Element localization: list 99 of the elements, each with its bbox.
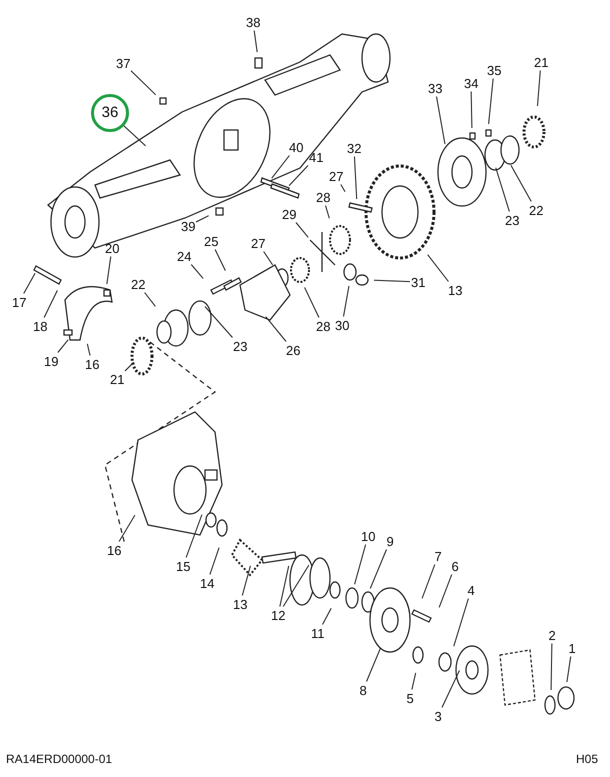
callout-number: 41 — [309, 150, 324, 164]
callout-number: 33 — [428, 80, 442, 96]
callout-number: 24 — [177, 248, 192, 264]
callout-number: 6 — [452, 558, 459, 574]
leader-line — [118, 514, 136, 542]
callout-number: 4 — [468, 582, 475, 598]
callout-number: 28 — [316, 190, 330, 204]
leader-line — [271, 155, 290, 179]
leader-line — [566, 656, 572, 683]
leader-line — [374, 280, 410, 282]
leader-line — [370, 549, 387, 589]
leader-line — [214, 249, 226, 272]
leader-line — [23, 272, 36, 294]
callout-number: 21 — [110, 372, 124, 386]
callout-number: 20 — [105, 240, 120, 256]
callout-number: 3 — [434, 708, 442, 724]
leader-line — [204, 306, 233, 338]
leader-line — [343, 285, 350, 317]
leader-line — [438, 574, 452, 608]
leader-line — [282, 564, 310, 607]
callout-number: 23 — [505, 212, 520, 228]
callout-number: 16 — [107, 542, 122, 558]
leader-line — [263, 251, 274, 266]
leader-line — [123, 125, 146, 146]
callout-number: 37 — [116, 56, 130, 70]
leader-line — [427, 254, 449, 282]
leader-line — [510, 164, 532, 202]
leader-line — [190, 264, 204, 279]
callout-number: 10 — [361, 528, 376, 544]
callout-number: 14 — [200, 576, 214, 590]
callout-number: 19 — [44, 354, 58, 368]
callout-number: 27 — [329, 168, 344, 184]
leader-line — [106, 256, 112, 285]
leader-line — [495, 167, 510, 212]
leader-line — [354, 544, 366, 585]
callout-number: 17 — [12, 294, 26, 310]
callout-number: 21 — [534, 54, 548, 70]
leader-line — [130, 70, 156, 96]
callout-number: 15 — [176, 558, 190, 574]
callout-number: 1 — [568, 640, 576, 656]
leader-line — [209, 547, 220, 575]
leader-line — [242, 565, 251, 596]
leader-line — [265, 316, 287, 342]
leader-line — [44, 290, 58, 318]
callout-number: 13 — [233, 596, 248, 612]
leader-line — [411, 672, 416, 690]
callout-number: 26 — [286, 342, 300, 358]
leader-line — [470, 91, 472, 128]
leader-line — [354, 156, 358, 200]
leader-line — [488, 78, 494, 125]
callout-number: 27 — [251, 236, 266, 250]
leader-line — [366, 647, 382, 682]
leader-line — [304, 286, 320, 318]
callout-number: 38 — [246, 14, 260, 30]
leader-line — [422, 564, 436, 599]
callout-number: 13 — [448, 282, 462, 298]
leader-line — [279, 565, 290, 607]
leader-line — [86, 343, 91, 356]
callout-number: 7 — [434, 548, 442, 564]
leader-line — [436, 96, 446, 145]
callout-number: 36 — [91, 94, 129, 132]
leader-line — [295, 222, 309, 238]
callout-number: 16 — [85, 356, 100, 372]
drawing-number: RA14ERD00000-01 — [6, 752, 112, 766]
leader-line — [340, 184, 346, 192]
leader-line — [124, 362, 134, 372]
callout-number: 18 — [33, 318, 48, 334]
callout-number: 25 — [204, 234, 218, 248]
sheet-code: H05 — [576, 752, 598, 766]
callout-number: 12 — [271, 608, 286, 622]
leader-line — [453, 598, 469, 647]
callout-number: 22 — [529, 202, 544, 218]
leader-line — [288, 165, 309, 186]
leader-line — [196, 215, 210, 222]
leader-line — [536, 70, 541, 107]
leader-line — [322, 608, 332, 625]
leader-line — [144, 292, 156, 307]
leader-line — [57, 339, 69, 353]
callout-number: 8 — [360, 682, 367, 698]
callout-number: 31 — [411, 274, 426, 290]
callout-number: 2 — [548, 628, 556, 642]
leader-line — [442, 670, 460, 708]
callout-number: 23 — [233, 338, 248, 354]
callout-number: 5 — [406, 690, 414, 706]
leader-line — [186, 514, 202, 558]
callout-number: 29 — [282, 206, 296, 222]
callout-number: 32 — [347, 140, 362, 156]
leader-line — [254, 30, 258, 53]
leader-line — [550, 643, 552, 690]
leader-line — [325, 205, 330, 219]
callout-number: 9 — [386, 534, 394, 548]
callout-number: 39 — [181, 218, 196, 234]
callout-number: 35 — [487, 62, 502, 78]
callout-number: 22 — [131, 276, 146, 292]
callout-number: 28 — [316, 318, 330, 334]
callout-number: 40 — [289, 140, 304, 154]
callout-number: 11 — [311, 626, 324, 640]
callout-number: 30 — [335, 318, 350, 332]
callout-number: 34 — [464, 76, 478, 90]
